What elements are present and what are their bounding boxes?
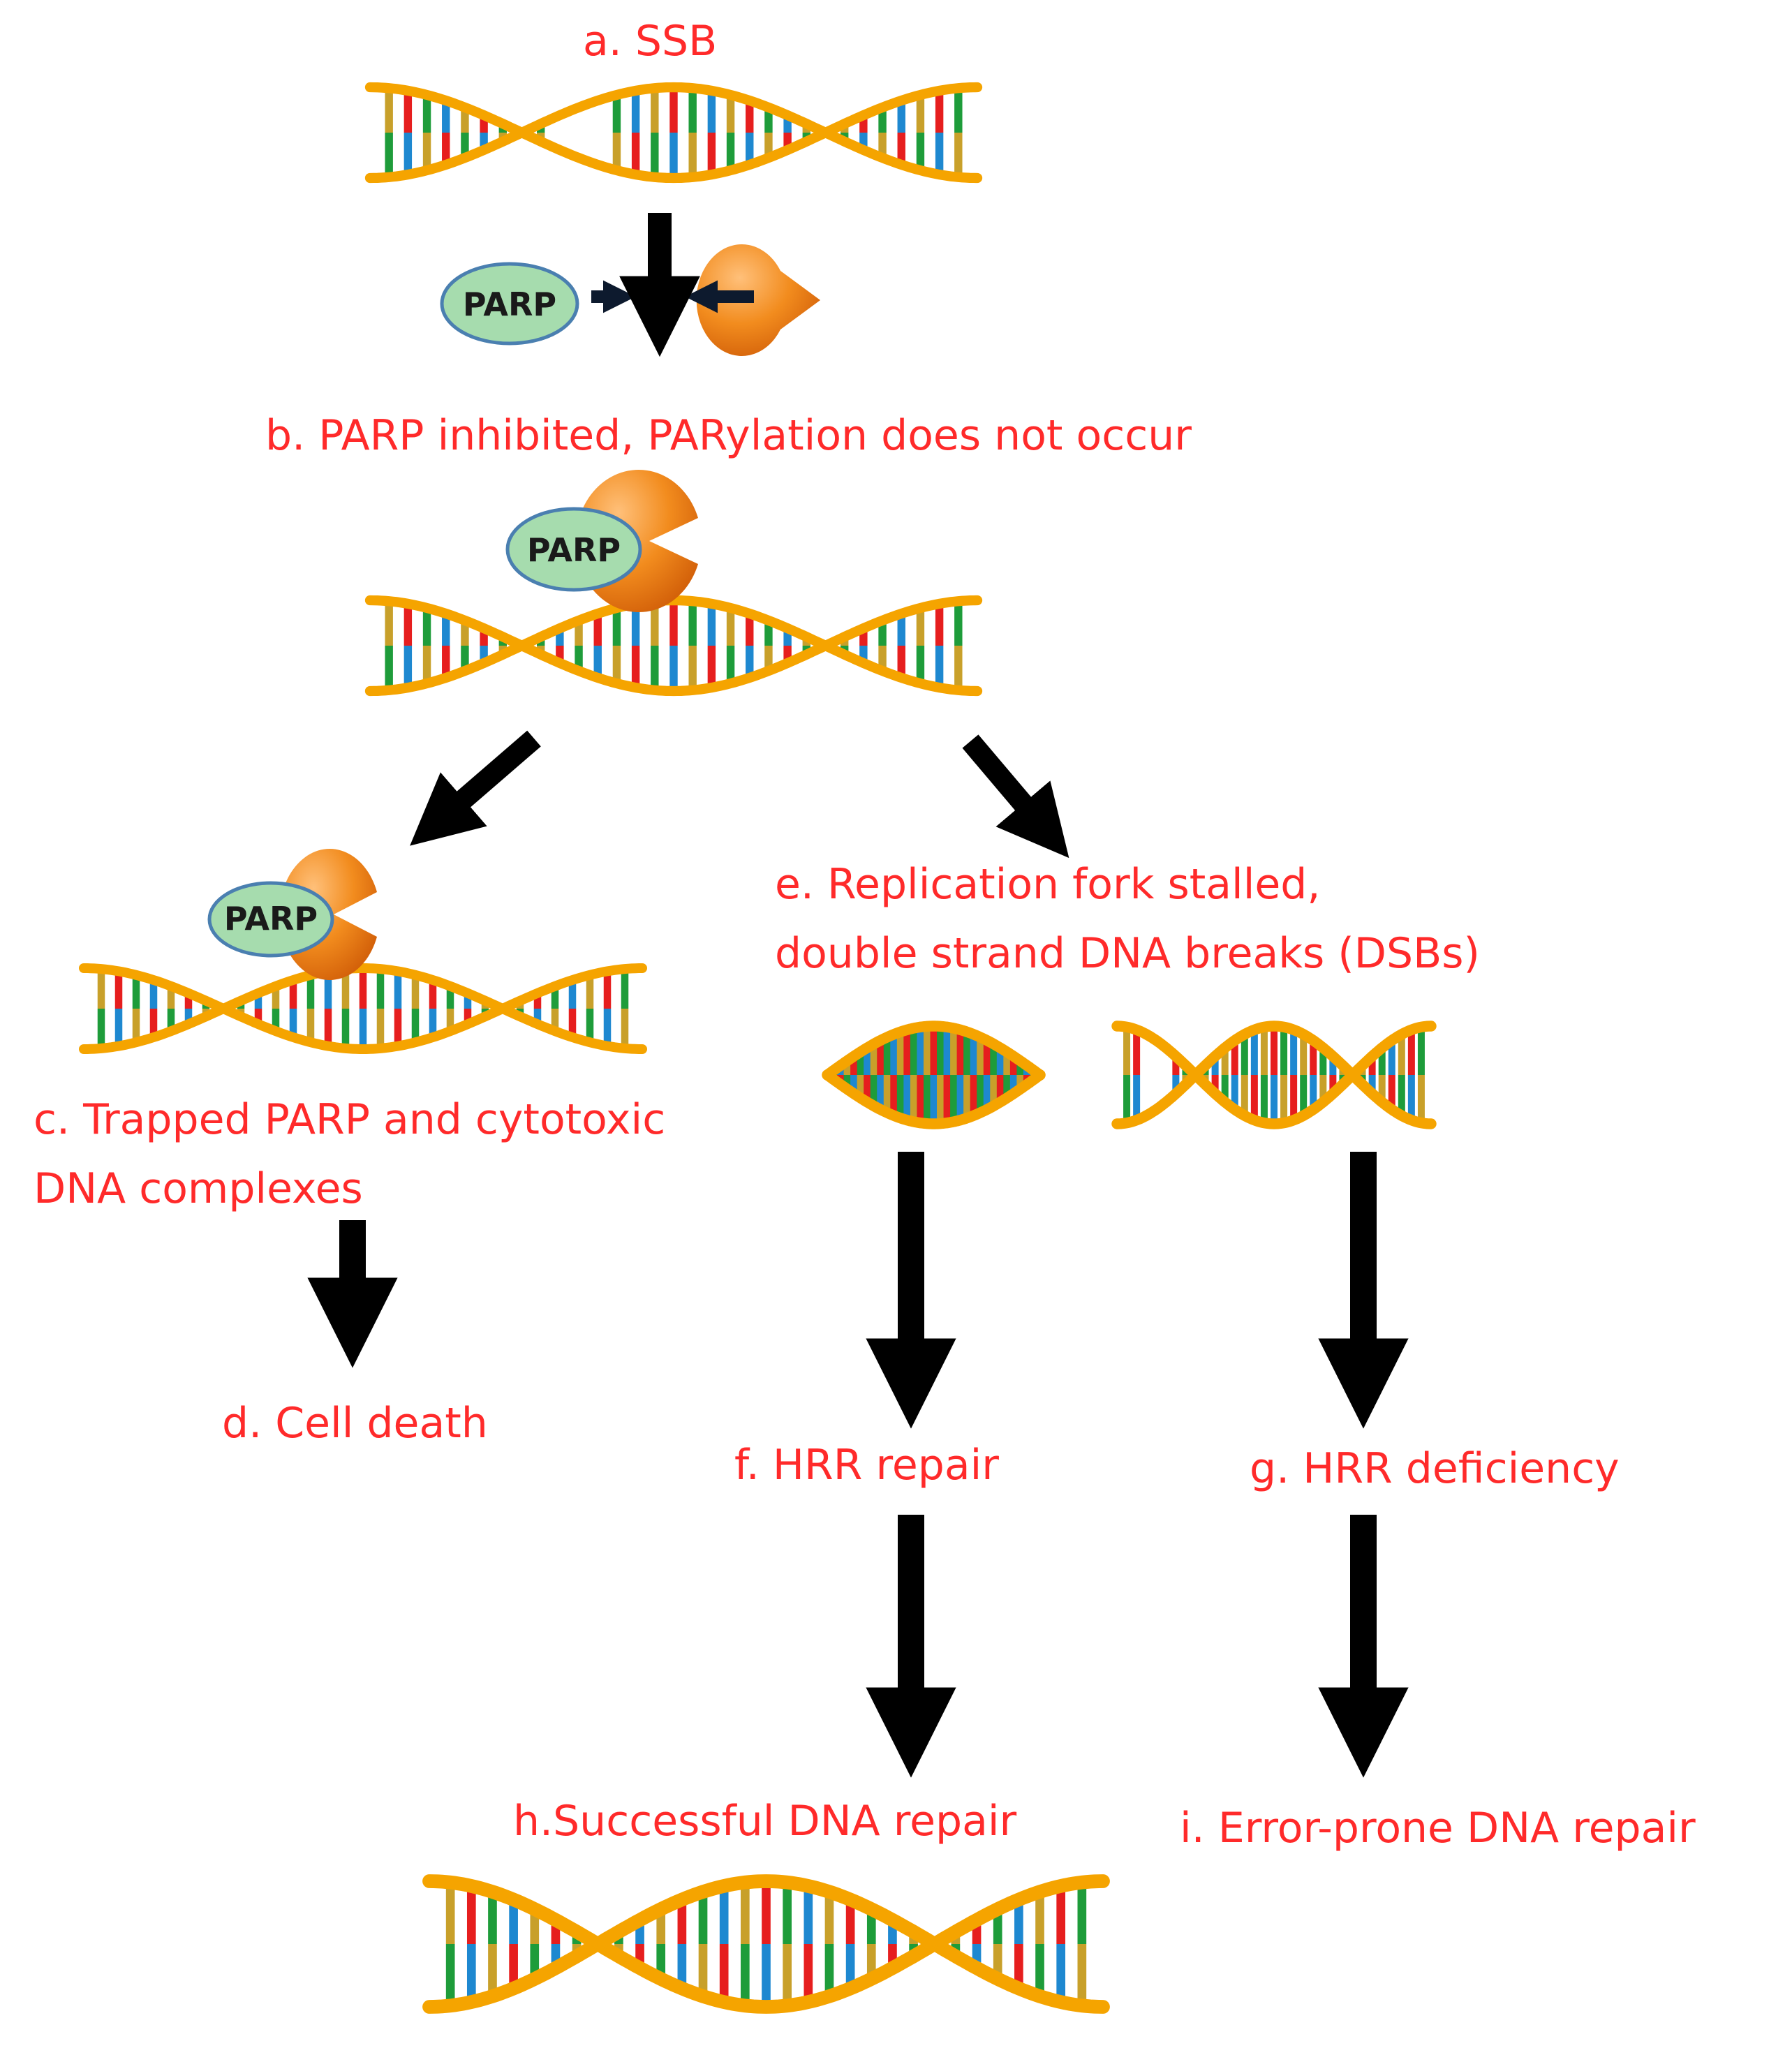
arrow-b-to-e bbox=[962, 734, 1069, 859]
dna-strand-upper bbox=[822, 1021, 1046, 1081]
dna-helix-trapped bbox=[79, 963, 647, 1054]
svg-text:PARP: PARP bbox=[527, 531, 621, 569]
label-c-line2: DNA complexes bbox=[34, 1164, 363, 1213]
label-a-ssb: a. SSB bbox=[583, 17, 718, 66]
svg-text:PARP: PARP bbox=[224, 900, 318, 937]
dna-strand-lower bbox=[79, 963, 647, 1054]
svg-text:PARP: PARP bbox=[463, 285, 556, 323]
dna-strand-lower bbox=[364, 82, 983, 184]
label-e-line2: double strand DNA breaks (DSBs) bbox=[775, 929, 1480, 978]
dna-strand-lower bbox=[822, 1069, 1046, 1129]
label-e-line1: e. Replication fork stalled, bbox=[775, 860, 1321, 909]
parp-enzyme-b: PARP bbox=[505, 507, 642, 592]
inhibitor-shape-top bbox=[696, 244, 820, 356]
dna-strand-upper bbox=[364, 595, 983, 697]
dna-strand-upper bbox=[364, 82, 983, 184]
dna-strand-upper bbox=[422, 1874, 1110, 2014]
dna-strand-upper bbox=[1111, 1021, 1437, 1129]
dna-fragment-left bbox=[822, 1021, 1046, 1129]
dna-strand-lower bbox=[1111, 1021, 1437, 1129]
dna-helix-repaired bbox=[422, 1874, 1110, 2014]
label-d-cell-death: d. Cell death bbox=[222, 1399, 488, 1448]
dna-strand-lower bbox=[422, 1874, 1110, 2014]
label-f-hrr-repair: f. HRR repair bbox=[734, 1441, 999, 1490]
label-b-parp-inhibited: b. PARP inhibited, PARylation does not o… bbox=[265, 411, 1192, 460]
parp-enzyme-c: PARP bbox=[207, 881, 334, 958]
dna-strand-lower bbox=[364, 595, 983, 697]
dna-helix-bound bbox=[364, 595, 983, 697]
dna-helix-ssb bbox=[364, 82, 983, 184]
arrow-b-to-c bbox=[410, 730, 541, 846]
parp-enzyme-top: PARP bbox=[440, 262, 579, 346]
label-h-successful-repair: h.Successful DNA repair bbox=[513, 1797, 1017, 1846]
label-g-hrr-deficiency: g. HRR deficiency bbox=[1250, 1444, 1620, 1493]
label-i-error-prone: i. Error-prone DNA repair bbox=[1180, 1804, 1696, 1853]
label-c-trapped-parp: c. Trapped PARP and cytotoxic DNA comple… bbox=[34, 1085, 665, 1224]
label-e-fork-stalled: e. Replication fork stalled, double stra… bbox=[775, 850, 1480, 988]
dna-strand-upper bbox=[79, 963, 647, 1054]
label-c-line1: c. Trapped PARP and cytotoxic bbox=[34, 1095, 666, 1144]
dna-fragment-right bbox=[1111, 1021, 1437, 1129]
